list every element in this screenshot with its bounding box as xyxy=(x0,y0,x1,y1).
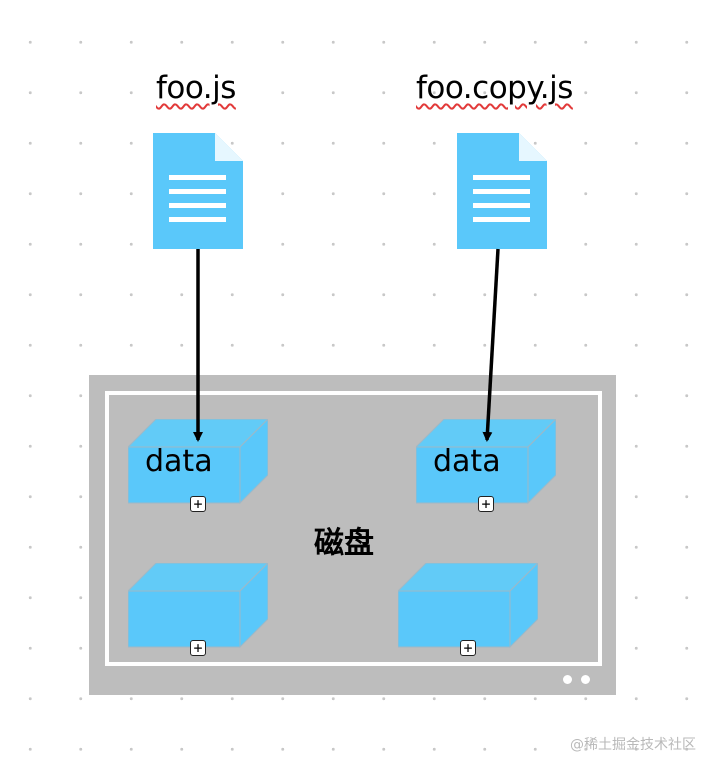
storage-block-icon[interactable] xyxy=(128,419,268,505)
expand-icon[interactable]: + xyxy=(478,496,494,512)
block-label-data: data xyxy=(433,444,501,479)
storage-block-icon[interactable] xyxy=(398,563,538,649)
watermark: @稀土掘金技术社区 xyxy=(570,737,696,753)
file-label-foo[interactable]: foo.js xyxy=(156,70,236,106)
file-label-foo-copy[interactable]: foo.copy.js xyxy=(416,70,573,106)
expand-icon[interactable]: + xyxy=(190,640,206,656)
expand-icon[interactable]: + xyxy=(190,496,206,512)
document-icon[interactable] xyxy=(153,133,243,249)
expand-icon[interactable]: + xyxy=(460,640,476,656)
disk-indicator-dot xyxy=(563,675,572,684)
disk-inner-border xyxy=(105,391,602,666)
block-label-data: data xyxy=(145,444,213,479)
disk-indicator-dot xyxy=(581,675,590,684)
storage-block-icon[interactable] xyxy=(128,563,268,649)
document-icon[interactable] xyxy=(457,133,547,249)
disk-label: 磁盘 xyxy=(314,526,374,561)
